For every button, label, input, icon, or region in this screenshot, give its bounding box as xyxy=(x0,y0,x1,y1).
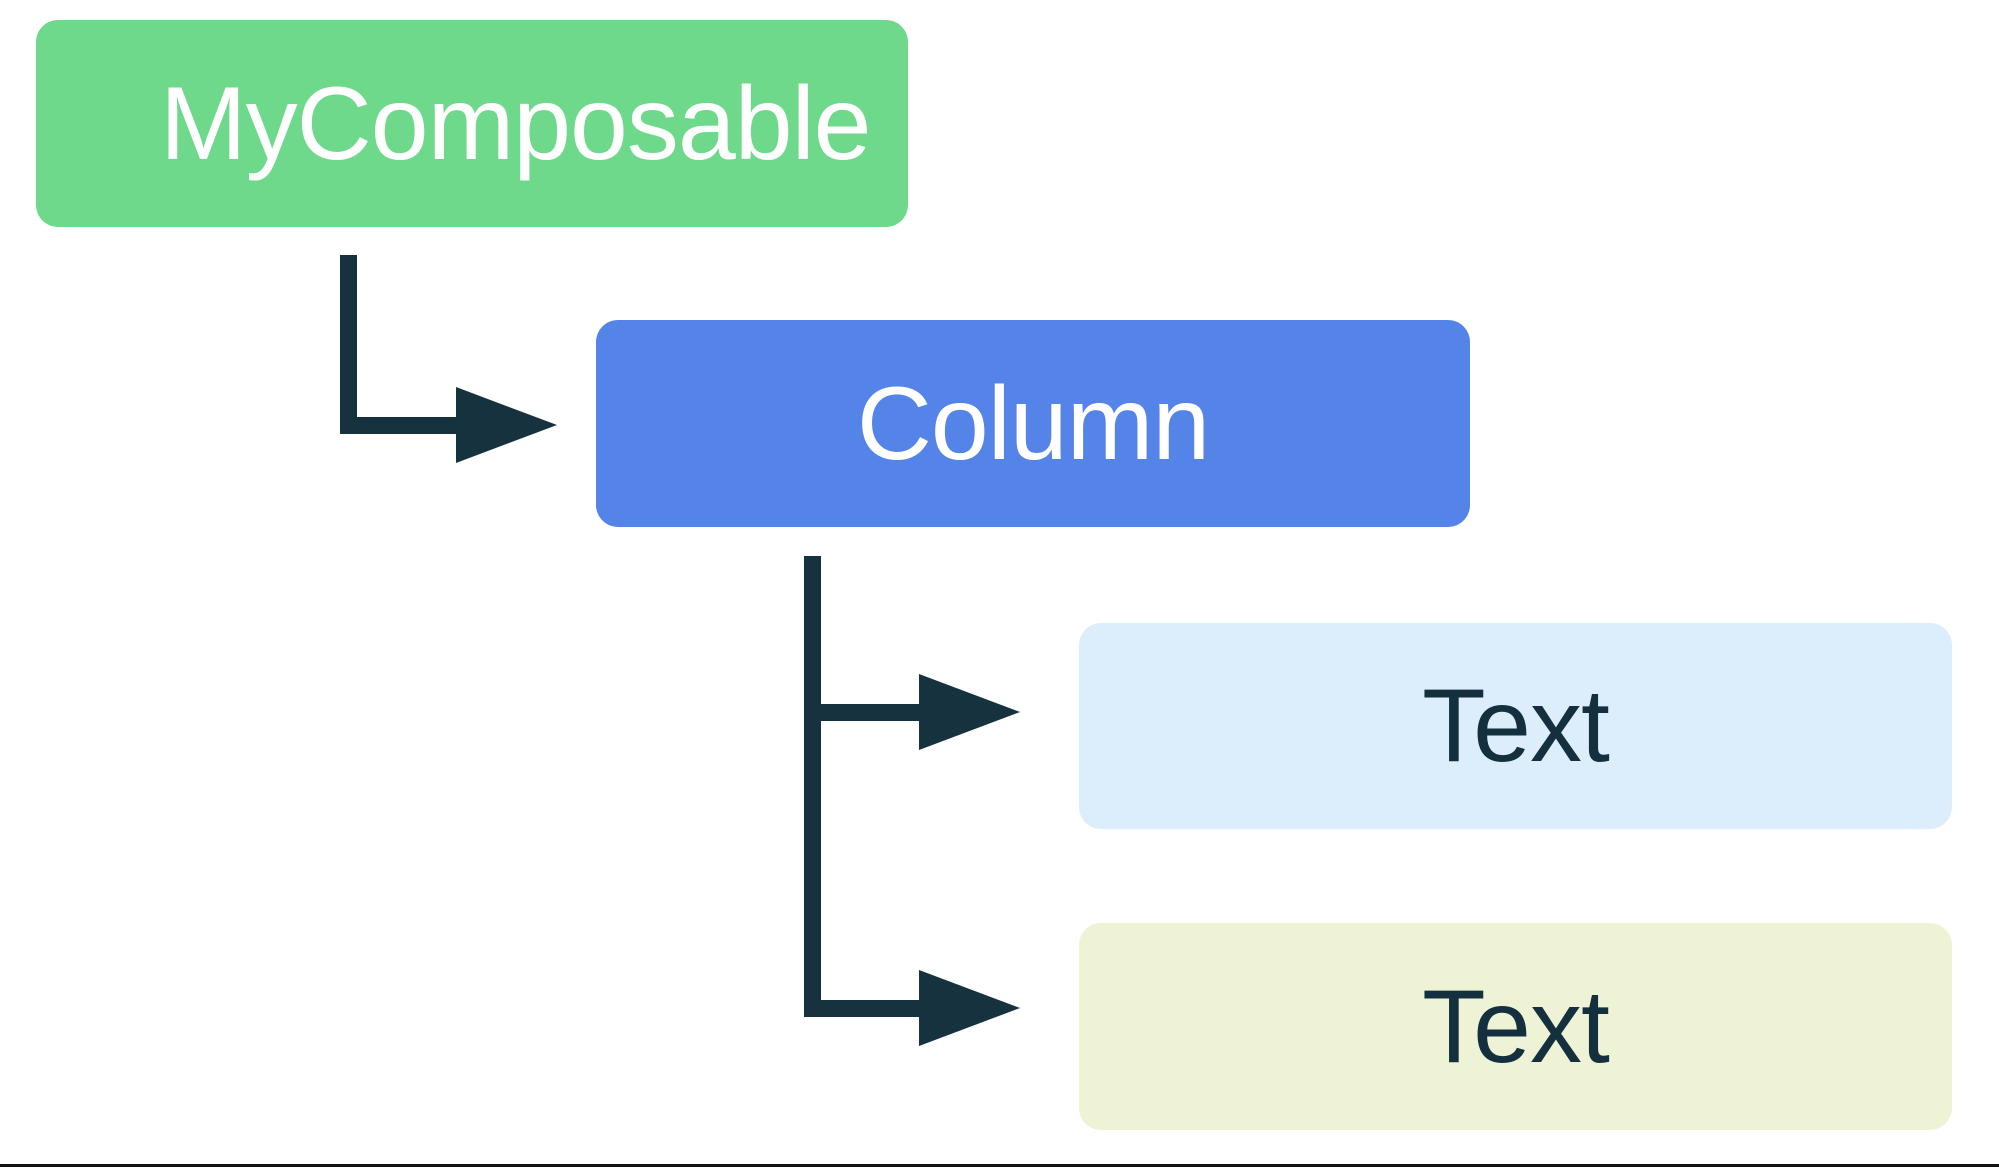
edge-column-text-2-arrow-icon xyxy=(919,970,1020,1046)
node-text-second[interactable]: Text xyxy=(1079,923,1952,1130)
edge-column-text-1-horizontal-segment xyxy=(804,704,930,721)
node-column[interactable]: Column xyxy=(596,320,1470,527)
node-mycomposable[interactable]: MyComposable xyxy=(36,20,908,227)
edge-column-children-vertical-segment xyxy=(804,556,821,1017)
edge-root-column-horizontal-segment xyxy=(340,417,466,434)
edge-root-column-arrow-icon xyxy=(456,387,557,463)
node-text-first[interactable]: Text xyxy=(1079,623,1952,829)
node-mycomposable-label: MyComposable xyxy=(160,65,872,182)
edge-column-text-1-arrow-icon xyxy=(919,674,1020,750)
edge-root-column-vertical-segment xyxy=(340,255,357,434)
node-text-first-label: Text xyxy=(1422,668,1610,784)
edge-column-text-2-horizontal-segment xyxy=(804,1000,930,1017)
bottom-divider xyxy=(0,1164,1999,1167)
node-text-second-label: Text xyxy=(1422,968,1610,1085)
node-column-label: Column xyxy=(856,365,1210,482)
